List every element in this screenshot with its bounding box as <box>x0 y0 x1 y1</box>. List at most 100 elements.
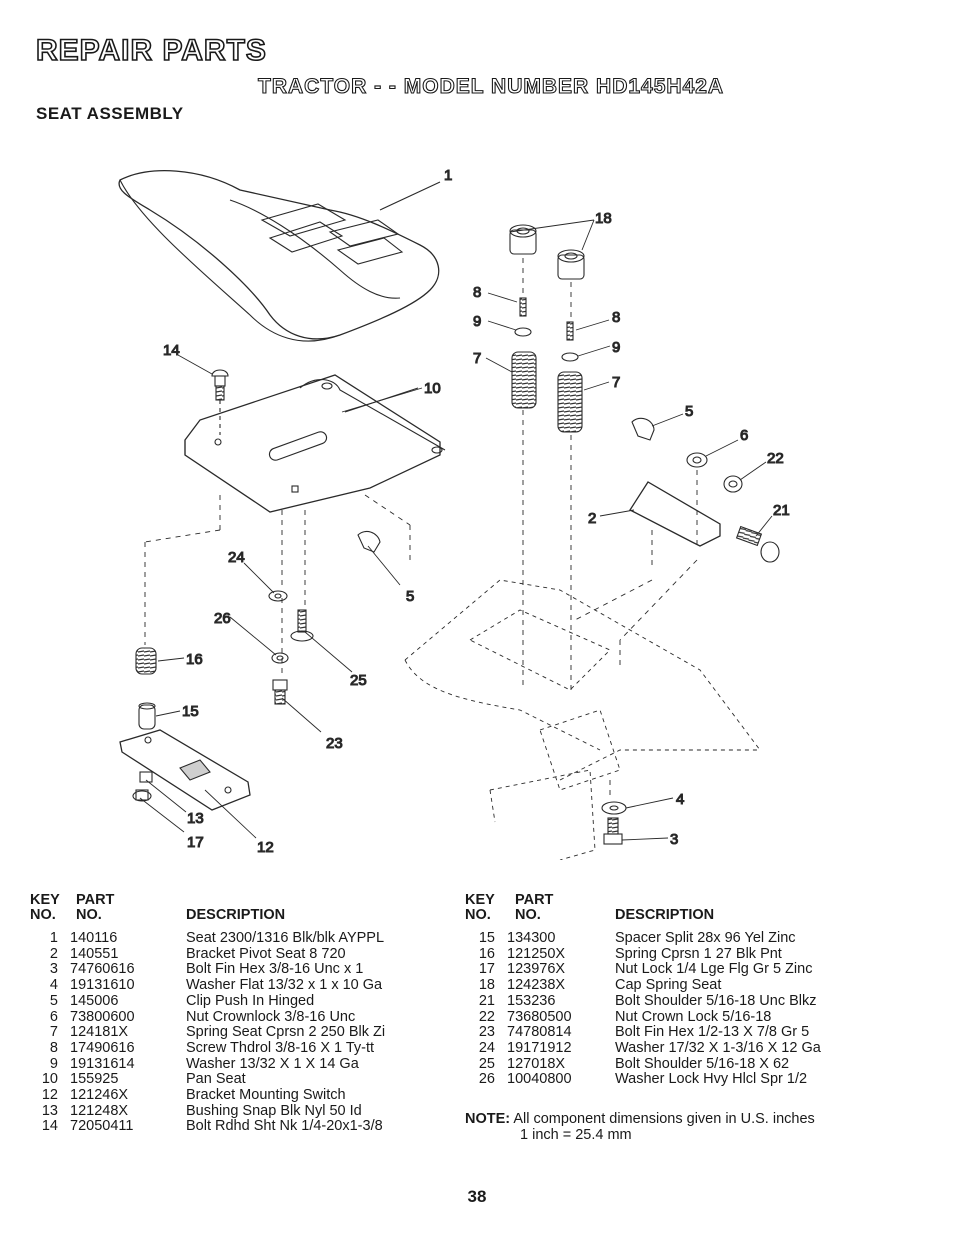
description-cell: Spring Cprsn 1 27 Blk Pnt <box>615 945 782 962</box>
callout-24: 24 <box>228 549 245 566</box>
part-no-cell: 19131614 <box>70 1055 135 1072</box>
key-no-cell: 7 <box>49 1024 58 1041</box>
callout-6: 6 <box>740 427 748 444</box>
callout-5: 5 <box>406 588 414 605</box>
part-no-cell: 140116 <box>70 930 118 946</box>
key-no-cell: 10 <box>41 1071 58 1088</box>
table-row: 22 73680500 Nut Crown Lock 5/16-18 <box>465 1008 821 1026</box>
key-no-cell: 17 <box>478 961 495 978</box>
screw-8-right-drawing <box>566 321 574 341</box>
key-no-cell: 22 <box>478 1008 495 1025</box>
part-no-cell: 121248X <box>70 1102 129 1119</box>
callout-leaders <box>139 219 773 841</box>
spring-7-right-drawing <box>557 371 583 433</box>
key-no-cell: 12 <box>41 1087 58 1104</box>
callout-4: 4 <box>676 791 684 808</box>
clip-5-left-drawing <box>357 530 381 553</box>
callout-8: 8 <box>612 309 620 326</box>
key-no-cell: 9 <box>49 1055 58 1072</box>
washer-9-left-drawing <box>514 327 532 337</box>
description-cell: Screw Thdrol 3/8-16 X 1 Ty-tt <box>186 1039 375 1056</box>
key-no-cell: 2 <box>49 945 58 962</box>
section-title: SEAT ASSEMBLY <box>36 104 184 123</box>
page-title: REPAIR PARTS <box>35 33 267 68</box>
spring-16-drawing <box>135 647 157 675</box>
callout-3: 3 <box>670 831 678 848</box>
callout-10: 10 <box>424 380 441 397</box>
key-no-cell: 16 <box>478 945 495 962</box>
description-cell: Bracket Mounting Switch <box>186 1087 346 1104</box>
callout-labels: 1 18 8 9 7 8 9 7 5 6 22 21 2 14 10 24 5 … <box>162 166 790 856</box>
key-no-cell: 15 <box>478 930 495 946</box>
description-header: DESCRIPTION <box>186 907 286 923</box>
assembly-lines-right <box>522 258 698 798</box>
part-no-cell: 72050411 <box>70 1118 134 1135</box>
key-no-cell: 5 <box>49 992 58 1009</box>
callout-16: 16 <box>186 651 203 668</box>
key-no-cell: 14 <box>41 1118 58 1135</box>
part-no-cell: 74760616 <box>70 961 135 978</box>
part-no-cell: 73800600 <box>70 1008 135 1025</box>
part-no-cell: 124238X <box>507 977 566 994</box>
key-no-cell: 24 <box>478 1039 495 1056</box>
washer-26-drawing <box>271 652 289 664</box>
part-no-cell: 145006 <box>70 992 119 1009</box>
part-no-cell: 134300 <box>507 930 556 946</box>
description-cell: Bolt Shoulder 5/16-18 Unc Blkz <box>615 992 817 1009</box>
pan-seat-drawing <box>184 374 446 513</box>
part-no-cell: 155925 <box>70 1071 119 1088</box>
screw-8-left-drawing <box>519 297 527 317</box>
spacer-15-drawing <box>138 702 156 730</box>
callout-9: 9 <box>612 339 620 356</box>
page-number: 38 <box>467 1187 487 1206</box>
clip-5-right-drawing <box>631 417 655 441</box>
note-line-1: All component dimensions given in U.S. i… <box>513 1111 815 1127</box>
table-row: 13 121248X Bushing Snap Blk Nyl 50 Id <box>30 1102 385 1120</box>
key-no-cell: 18 <box>478 977 495 994</box>
callout-1: 1 <box>444 167 452 184</box>
note-line-2: 1 inch = 25.4 mm <box>520 1127 632 1143</box>
key-no-cell: 1 <box>49 930 58 946</box>
description-cell: Pan Seat <box>186 1071 246 1088</box>
switch-bracket-12-drawing <box>119 729 251 811</box>
callout-8: 8 <box>473 284 481 301</box>
callout-21: 21 <box>773 502 790 519</box>
key-no-cell: 4 <box>49 977 58 994</box>
part-no-cell: 74780814 <box>507 1024 572 1041</box>
key-no-cell: 6 <box>49 1008 58 1025</box>
callout-13: 13 <box>187 810 204 827</box>
description-cell: Washer 13/32 X 1 X 14 Ga <box>186 1055 359 1072</box>
callout-23: 23 <box>326 735 343 752</box>
washer-9-right-drawing <box>561 352 579 362</box>
description-cell: Washer Flat 13/32 x 1 x 10 Ga <box>186 977 383 994</box>
part-no-cell: 19171912 <box>507 1039 572 1056</box>
frame-outline <box>404 579 761 860</box>
description-cell: Washer Lock Hvy Hlcl Spr 1/2 <box>615 1071 808 1088</box>
callout-12: 12 <box>257 839 274 856</box>
spring-cap-18-drawing <box>509 224 585 280</box>
description-cell: Bushing Snap Blk Nyl 50 Id <box>186 1102 362 1119</box>
description-header: DESCRIPTION <box>615 907 715 923</box>
callout-7: 7 <box>473 350 481 367</box>
key-no-cell: 13 <box>41 1102 58 1119</box>
description-cell: Nut Crown Lock 5/16-18 <box>615 1008 772 1025</box>
callout-25: 25 <box>350 672 367 689</box>
part-no-cell: 73680500 <box>507 1008 572 1025</box>
key-no-cell: 3 <box>49 961 58 978</box>
callout-22: 22 <box>767 450 784 467</box>
